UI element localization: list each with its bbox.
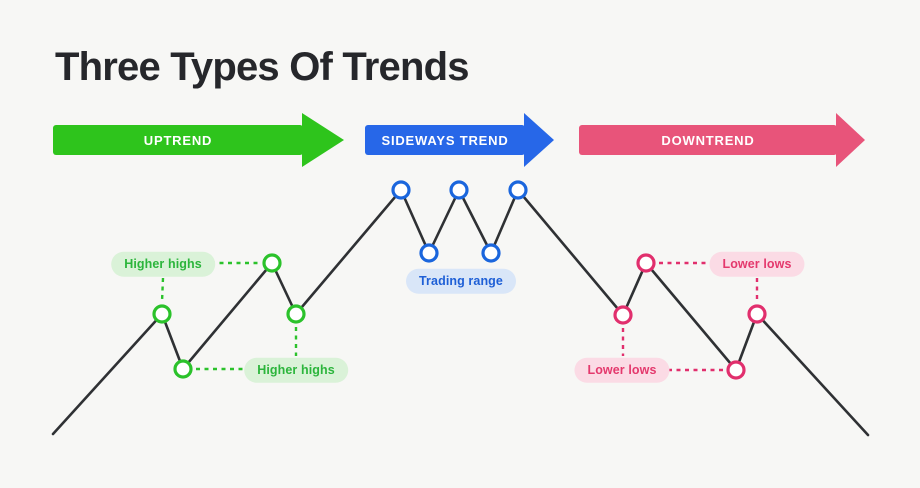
pink-point-marker — [636, 253, 656, 273]
pink-point-marker — [613, 305, 633, 325]
blue-point-marker — [391, 180, 411, 200]
trading-range-badge: Trading range — [406, 268, 516, 294]
higher-highs-1-badge: Higher highs — [111, 251, 215, 277]
lower-lows-2-badge: Lower lows — [574, 357, 670, 383]
green-dashed-connector-line — [160, 277, 165, 303]
green-point-marker — [173, 359, 193, 379]
uptrend-arrow: UPTREND — [53, 125, 303, 155]
higher-highs-2-badge: Higher highs — [244, 357, 348, 383]
uptrend-arrow-label: UPTREND — [143, 132, 213, 148]
sideways-trend-arrow: SIDEWAYS TREND — [365, 125, 525, 155]
page-title: Three Types Of Trends — [55, 45, 470, 89]
blue-point-marker — [449, 180, 469, 200]
blue-point-marker — [481, 243, 501, 263]
lower-lows-1-badge: Lower lows — [709, 251, 805, 277]
sideways-trend-arrow-label: SIDEWAYS TREND — [381, 132, 509, 148]
downtrend-arrow: DOWNTREND — [579, 125, 837, 155]
pink-point-marker — [726, 360, 746, 380]
pink-point-marker — [747, 304, 767, 324]
green-point-marker — [152, 304, 172, 324]
blue-point-marker — [508, 180, 528, 200]
downtrend-arrow-label: DOWNTREND — [661, 132, 755, 148]
green-point-marker — [286, 304, 306, 324]
green-point-marker — [262, 253, 282, 273]
blue-point-marker — [419, 243, 439, 263]
price-line — [51, 188, 870, 437]
